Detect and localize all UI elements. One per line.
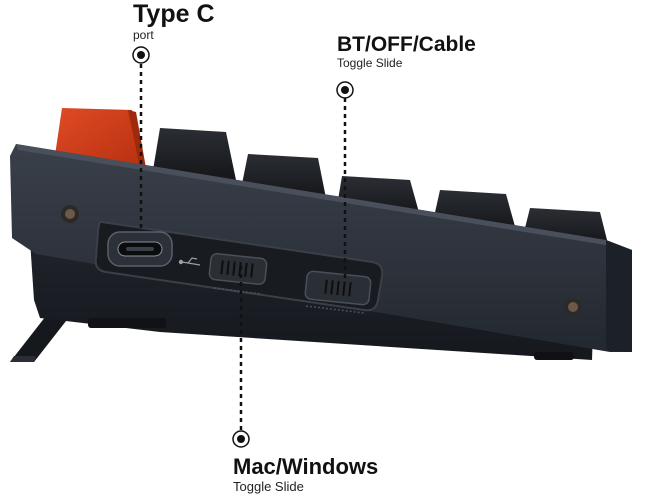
callout-bt-toggle-title: BT/OFF/Cable [337,33,476,56]
callout-bt-toggle: BT/OFF/Cable Toggle Slide [337,34,476,70]
callout-os-toggle-subtitle: Toggle Slide [233,479,304,494]
callout-type-c-title: Type C [133,0,215,28]
keycap-escape-orange [54,108,140,168]
callout-type-c-subtitle: port [133,28,154,42]
leader-lines [139,64,347,430]
marker-type-c [132,46,150,64]
callout-bt-toggle-subtitle: Toggle Slide [337,56,403,70]
usb-c-port [107,231,173,267]
callout-type-c: Type C port [133,2,215,42]
port-panel [94,220,384,314]
keycap [152,128,236,180]
callout-os-toggle: Mac/Windows Toggle Slide [233,456,378,494]
marker-os-toggle [232,430,250,448]
usb-icon [178,257,201,266]
bt-toggle-slide [304,270,372,314]
marker-bt-toggle [336,81,354,99]
callout-os-toggle-title: Mac/Windows [233,454,379,479]
